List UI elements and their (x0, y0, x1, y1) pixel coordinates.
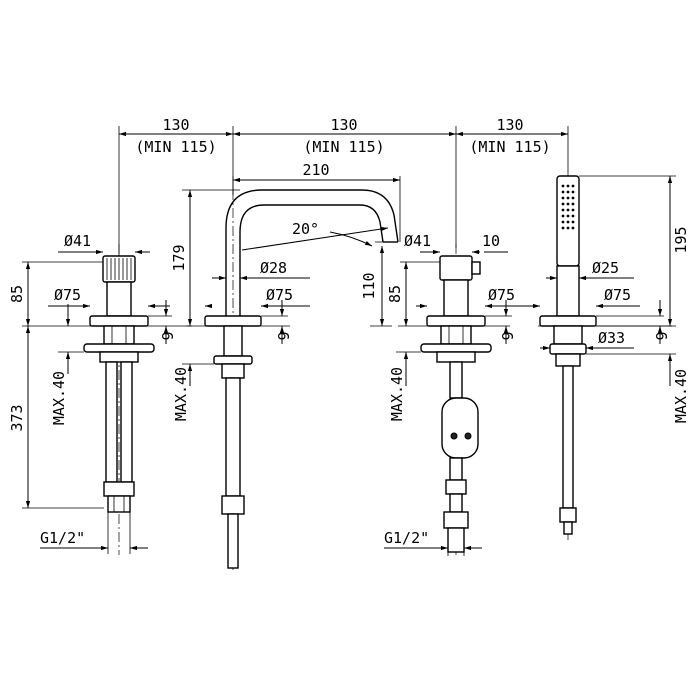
shower-nozzle-dots (561, 184, 575, 230)
left-max-deck-label: MAX.40 (50, 371, 68, 425)
spout-angle-label: 20° (292, 220, 319, 238)
left-height-label: 85 (8, 285, 26, 303)
spacing-3-label: 130 (496, 116, 523, 134)
spout-max-deck-label: MAX.40 (172, 367, 190, 421)
hand-shower (539, 172, 597, 540)
right-valve (420, 244, 492, 555)
spacing-3-min-label: (MIN 115) (469, 138, 550, 156)
left-valve-dimensions: 85 373 MAX.40 Ø41 Ø75 6 G1/2" (8, 232, 176, 554)
right-lever-len-label: 10 (482, 232, 500, 250)
left-thread-label: G1/2" (40, 529, 85, 547)
shower-plate-thk-label: 6 (652, 331, 670, 340)
spacing-1-label: 130 (162, 116, 189, 134)
spacing-2-label: 130 (330, 116, 357, 134)
right-height-label: 85 (386, 285, 404, 303)
shower-nut-dia-label: Ø33 (598, 329, 625, 347)
spout-outlet-height-label: 110 (360, 272, 378, 299)
left-hose-length-label: 373 (8, 404, 26, 431)
right-handle-dia-label: Ø41 (404, 232, 431, 250)
spacing-2-min-label: (MIN 115) (303, 138, 384, 156)
left-valve (83, 244, 155, 555)
top-spacing-dimensions: 130 (MIN 115) 130 (MIN 115) 130 (MIN 115… (118, 116, 569, 262)
right-plate-thk-label: 6 (498, 331, 516, 340)
left-base-dia-label: Ø75 (54, 286, 81, 304)
spout-stem-dia-label: Ø28 (260, 259, 287, 277)
spout-reach-label: 210 (302, 161, 329, 179)
spout-plate-thk-label: 6 (274, 331, 292, 340)
spout-base-dia-label: Ø75 (266, 286, 293, 304)
left-handle-dia-label: Ø41 (64, 232, 91, 250)
spout-dimensions: 210 179 110 20° Ø28 Ø75 6 MAX.40 (170, 161, 401, 421)
shower-base-dia-label: Ø75 (604, 286, 631, 304)
spout (204, 189, 399, 570)
right-max-deck-label: MAX.40 (388, 367, 406, 421)
right-thread-label: G1/2" (384, 529, 429, 547)
hand-shower-dimensions: 195 Ø25 Ø75 Ø33 6 MAX.40 (530, 175, 690, 423)
left-plate-thk-label: 6 (158, 331, 176, 340)
shower-holder-dia-label: Ø25 (592, 259, 619, 277)
shower-height-label: 195 (672, 226, 690, 253)
spacing-1-min-label: (MIN 115) (135, 138, 216, 156)
right-valve-dimensions: 85 MAX.40 Ø41 10 Ø75 6 G1/2" (384, 232, 530, 556)
shower-max-deck-label: MAX.40 (672, 369, 690, 423)
right-base-dia-label: Ø75 (488, 286, 515, 304)
spout-height-label: 179 (170, 244, 188, 271)
